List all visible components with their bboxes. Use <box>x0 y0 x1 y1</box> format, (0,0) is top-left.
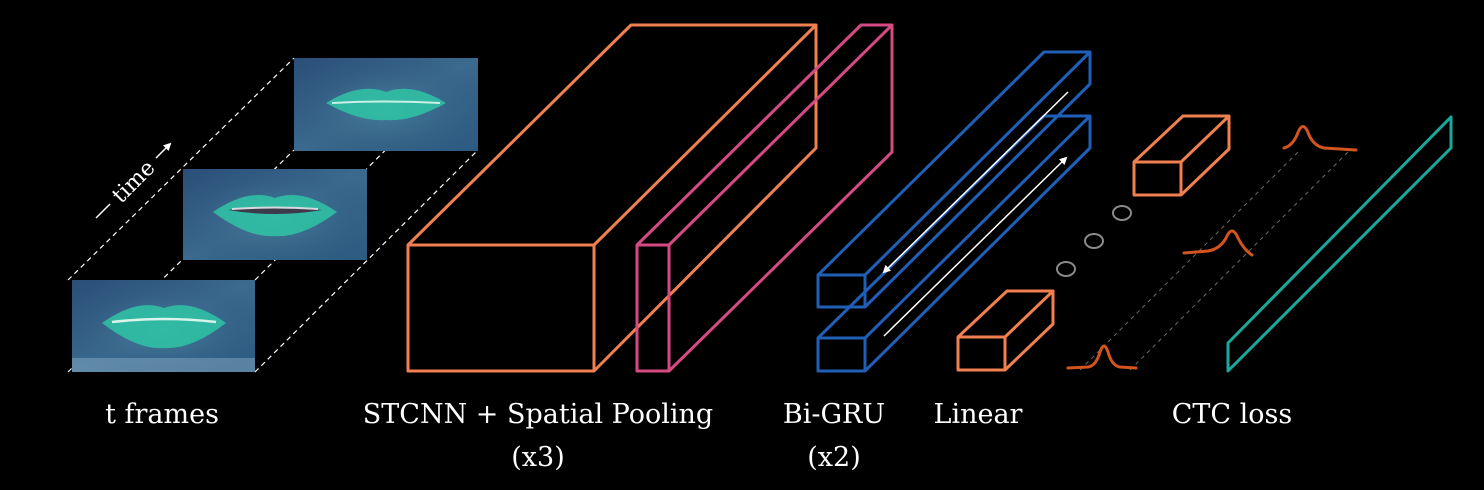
distribution-curve-3 <box>1282 125 1358 152</box>
stcnn-label: STCNN + Spatial Pooling <box>363 399 713 430</box>
distribution-curve-2 <box>1182 229 1254 257</box>
pooling-block <box>635 23 894 373</box>
linear-label: Linear <box>934 399 1023 430</box>
time-label: time <box>108 156 161 209</box>
backward-arrow <box>882 91 1069 274</box>
lip-frame-1 <box>72 280 255 372</box>
stcnn-repeat-label: (x3) <box>511 442 564 473</box>
forward-arrow <box>883 156 1068 337</box>
bigru-bar-top <box>816 50 1092 309</box>
ellipsis-dots <box>1056 205 1132 277</box>
linear-block-bottom <box>956 289 1055 372</box>
lip-frame-2 <box>183 169 367 260</box>
ctc-output-block <box>1226 115 1453 373</box>
bigru-bar-bottom <box>816 114 1092 373</box>
distribution-curve-1 <box>1066 344 1138 370</box>
video-frames: time <box>67 57 479 373</box>
bigru-block <box>816 50 1092 373</box>
ctc-label: CTC loss <box>1172 399 1293 430</box>
linear-block-top <box>1132 114 1231 197</box>
ctc-distributions <box>1066 125 1358 371</box>
bigru-label: Bi-GRU <box>783 399 885 430</box>
lip-frame-3 <box>294 58 478 151</box>
bigru-repeat-label: (x2) <box>807 442 860 473</box>
time-arrow: time <box>95 142 172 219</box>
frames-label: t frames <box>105 399 219 430</box>
